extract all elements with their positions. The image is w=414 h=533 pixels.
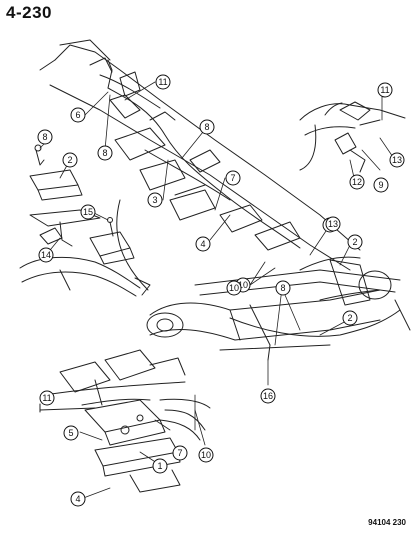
callout-number: 7 [177,448,182,458]
callout-number: 12 [352,177,362,187]
inset-rear-bracket [299,101,406,173]
callout-1: 1 [152,458,168,474]
callout-number: 7 [230,173,235,183]
callout-number: 16 [263,391,273,401]
callout-number: 2 [347,313,352,323]
callout-circle [373,177,389,193]
callout-2: 2 [62,152,78,168]
callout-13: 13 [325,216,341,232]
callout-circle [199,119,215,135]
callout-number: 8 [280,283,285,293]
callout-circle [37,129,53,145]
callout-number: 11 [158,77,167,87]
callout-circle [226,280,242,296]
callout-circle [377,82,393,98]
callout-11: 11 [155,74,171,90]
callout-7: 7 [172,445,188,461]
callout-circle [347,234,363,250]
rear-axle-assembly [146,256,411,361]
callout-circle [62,152,78,168]
callout-14: 14 [38,247,54,263]
callout-5: 5 [63,425,79,441]
callout-number: 8 [204,122,209,132]
callout-number: 2 [352,237,357,247]
parking-brake-cable-upper [107,59,301,249]
callout-number: 10 [201,450,211,460]
callout-2: 2 [342,310,358,326]
callout-circle [325,216,341,232]
callout-9: 9 [373,177,389,193]
callout-circle [70,107,86,123]
callout-16: 16 [260,388,276,404]
callout-number: 1 [157,461,162,471]
callout-number: 10 [238,280,248,290]
callout-labels: 1222234456778888910101011111112131314151… [37,74,405,507]
callout-circle [80,204,96,220]
callout-10: 10 [198,447,214,463]
callout-number: 5 [68,428,73,438]
callout-circle [342,310,358,326]
callout-4: 4 [195,236,211,252]
callout-4: 4 [70,491,86,507]
callout-circle [70,491,86,507]
callout-circle [38,247,54,263]
parking-brake-cable-rear [229,289,401,337]
callout-circle [260,388,276,404]
callout-number: 11 [42,393,51,403]
callout-circle [63,425,79,441]
callout-circle [97,145,113,161]
inset-lever-assembly [39,349,211,493]
callout-11: 11 [377,82,393,98]
callout-number: 10 [229,283,239,293]
callout-number: 2 [67,155,72,165]
callout-number: 4 [75,494,80,504]
callout-number: 3 [152,195,157,205]
callout-8: 8 [97,145,113,161]
callout-10: 10 [226,280,242,296]
callout-number: 6 [75,110,80,120]
callout-8: 8 [275,280,291,296]
callout-number: 8 [42,132,47,142]
callout-number: 9 [378,180,383,190]
callout-15: 15 [80,204,96,220]
frame-rail-assembly [39,39,361,271]
callout-circle [275,280,291,296]
callout-circle [195,236,211,252]
callout-3: 3 [147,192,163,208]
callout-number: 14 [41,250,51,260]
callout-6: 6 [70,107,86,123]
callout-2: 2 [347,234,363,250]
callout-12: 12 [349,174,365,190]
figure-code: 94104 230 [368,518,406,527]
callout-circle [198,447,214,463]
callout-7: 7 [225,170,241,186]
callout-number: 13 [328,219,338,229]
callout-circle [39,390,55,406]
callout-13: 13 [389,152,405,168]
inset-bracket-parts [19,144,151,297]
callout-circle [155,74,171,90]
callout-number: 11 [380,85,389,95]
leader-lines [39,81,396,501]
callout-circle [152,458,168,474]
callout-number: 4 [200,239,205,249]
callout-number: 8 [102,148,107,158]
callout-circle [147,192,163,208]
callout-number: 15 [83,207,93,217]
callout-11: 11 [39,390,55,406]
callout-circle [349,174,365,190]
callout-number: 13 [392,155,402,165]
callout-8: 8 [37,129,53,145]
page-number: 4-230 [6,3,52,22]
callout-8: 8 [199,119,215,135]
callout-circle [389,152,405,168]
callout-circle [225,170,241,186]
callout-circle [172,445,188,461]
